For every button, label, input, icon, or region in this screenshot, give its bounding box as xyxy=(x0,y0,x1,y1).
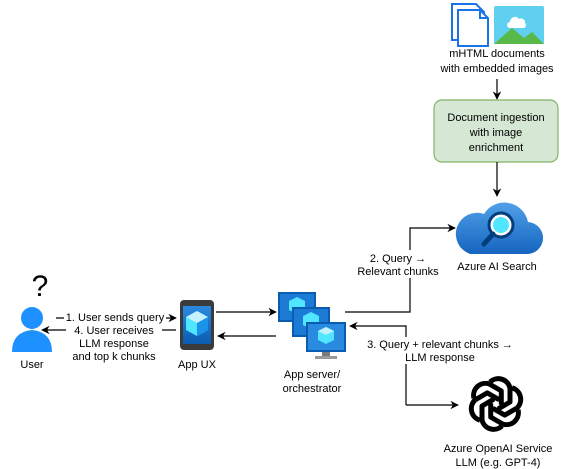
question-mark: ? xyxy=(32,270,49,303)
search-label: Azure AI Search xyxy=(457,261,537,273)
ingestion-label-line-2: with image xyxy=(469,127,523,139)
documents-label-line-1: mHTML documents xyxy=(449,48,545,60)
step4-label-line-2: LLM response xyxy=(79,338,149,350)
app-server-label-line-1: App server/ xyxy=(284,369,341,381)
ingestion-box xyxy=(433,99,559,163)
image-icon xyxy=(494,6,544,44)
ingestion-label-line-3: enrichment xyxy=(469,142,523,154)
step3-label-bg xyxy=(362,337,518,364)
step1-label: 1. User sends query xyxy=(66,312,165,324)
step2-label-line-1: 2. Query → xyxy=(370,253,426,265)
step2-label-bg xyxy=(360,250,436,278)
openai-label-line-1: Azure OpenAI Service xyxy=(444,443,553,455)
edge-step3-up xyxy=(349,321,407,405)
mobile-app-icon xyxy=(180,300,214,350)
user-label: User xyxy=(20,359,44,371)
documents-label-line-2: with embedded images xyxy=(439,63,554,75)
step3-label-line-2: LLM response xyxy=(405,352,475,364)
ingestion-label-line-1: Document ingestion xyxy=(447,112,544,124)
step4-label-line-1: 4. User receives xyxy=(74,325,154,337)
step2-label-line-2: Relevant chunks xyxy=(357,266,439,278)
user-icon xyxy=(12,307,52,352)
documents-icon xyxy=(451,3,489,47)
app-server-label-line-2: orchestrator xyxy=(283,383,342,395)
step3-label-line-1: 3. Query + relevant chunks → xyxy=(367,339,513,351)
step4-label-bg xyxy=(66,324,162,362)
step4-label-line-3: and top k chunks xyxy=(72,351,156,363)
app-ux-label: App UX xyxy=(178,359,217,371)
openai-label-line-2: LLM (e.g. GPT-4) xyxy=(456,457,541,469)
app-server-icon xyxy=(278,292,346,359)
step1-label-bg xyxy=(64,311,166,324)
azure-ai-search-icon xyxy=(455,202,544,255)
openai-logo-icon xyxy=(468,376,524,432)
